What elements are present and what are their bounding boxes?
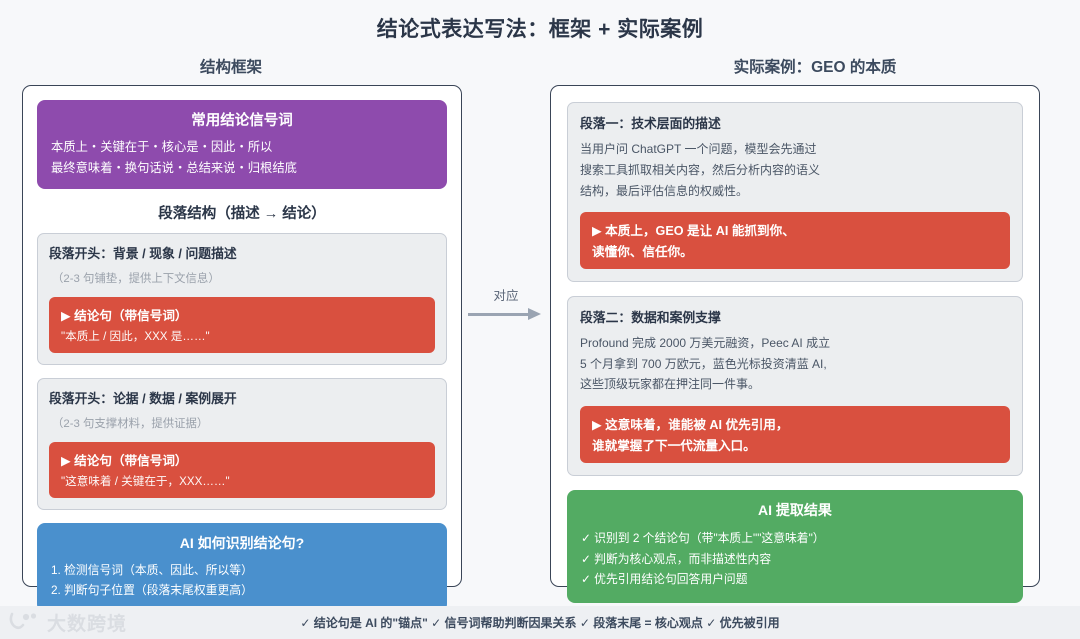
paragraph-2-body-line-3: 这些顶级玩家都在押注同一件事。 [580,377,761,392]
paragraph-2-body-line-2: 5 个月拿到 700 万欧元，蓝色光标投资清蓝 AI, [580,356,827,371]
step-2-conclusion-title: ▶ 结论句（带信号词） [61,453,188,468]
ai-detection-title: AI 如何识别结论句? [179,534,305,551]
brand-mark-icon [8,611,42,635]
ai-detection-card: AI 如何识别结论句? 1. 检测信号词（本质、因此、所以等） 2. 判断句子位… [37,522,447,613]
ai-result-title: AI 提取结果 [758,502,832,519]
step-1-conclusion-box: ▶ 结论句（带信号词） "本质上 / 因此，XXX 是……" [49,296,435,353]
connector-column: 对应 [462,85,550,587]
panels-row: 常用结论信号词 本质上・关键在于・核心是・因此・所以 最终意味着・换句话说・总结… [0,85,1080,613]
paragraph-1-head: 段落一：技术层面的描述 [580,116,721,132]
footer-bar: 大数跨境 ✓ 结论句是 AI 的"锚点" ✓ 信号词帮助判断因果关系 ✓ 段落末… [0,606,1080,639]
signal-words-line-1: 本质上・关键在于・核心是・因此・所以 [51,140,273,155]
paragraph-1-conclusion-box: ▶ 本质上，GEO 是让 AI 能抓到你、 读懂你、信任你。 [580,212,1010,270]
right-column-title: 实际案例：GEO 的本质 [733,59,897,77]
step-card-2: 段落开头：论据 / 数据 / 案例展开 （2-3 句支撑材料，提供证据） ▶ 结… [37,377,447,510]
paragraph-1-conclusion-line-2: 读懂你、信任你。 [592,245,693,260]
structure-framework-panel: 常用结论信号词 本质上・关键在于・核心是・因此・所以 最终意味着・换句话说・总结… [22,85,462,613]
ai-result-line-2: ✓ 判断为核心观点，而非描述性内容 [581,551,772,566]
step-2-sub: （2-3 句支撑材料，提供证据） [52,417,209,430]
signal-words-line-2: 最终意味着・换句话说・总结来说・归根结底 [51,160,297,175]
paragraph-1-body-line-1: 当用户问 ChatGPT 一个问题，模型会先通过 [580,142,817,157]
arrow-right-icon [462,308,550,321]
step-card-1: 段落开头：背景 / 现象 / 问题描述 （2-3 句铺垫，提供上下文信息） ▶ … [37,232,447,365]
step-1-sub: （2-3 句铺垫，提供上下文信息） [52,272,220,285]
paragraph-1-conclusion-line-1: ▶ 本质上，GEO 是让 AI 能抓到你、 [592,224,795,239]
paragraph-1-body-line-2: 搜索工具抓取相关内容，然后分析内容的语义 [580,162,821,177]
paragraph-card-2: 段落二：数据和案例支撑 Profound 完成 2000 万美元融资，Peec … [567,296,1023,477]
signal-words-card: 常用结论信号词 本质上・关键在于・核心是・因此・所以 最终意味着・换句话说・总结… [37,100,447,189]
watermark-logo: 大数跨境 [8,609,127,636]
ai-result-card: AI 提取结果 ✓ 识别到 2 个结论句（带"本质上""这意味着"） ✓ 判断为… [567,490,1023,603]
step-1-head: 段落开头：背景 / 现象 / 问题描述 [49,245,237,261]
left-column-title: 结构框架 [199,59,262,77]
connector: 对应 [462,285,550,321]
ai-result-line-3: ✓ 优先引用结论句回答用户问题 [581,572,748,587]
step-1-conclusion-title: ▶ 结论句（带信号词） [61,308,188,323]
ai-result-line-1: ✓ 识别到 2 个结论句（带"本质上""这意味着"） [581,531,825,546]
step-1-conclusion-quote: "本质上 / 因此，XXX 是……" [61,329,210,343]
paragraph-2-conclusion-line-1: ▶ 这意味着，谁能被 AI 优先引用， [592,418,789,433]
paragraph-2-head: 段落二：数据和案例支撑 [580,310,721,326]
step-2-conclusion-quote: "这意味着 / 关键在于，XXX……" [61,474,230,488]
paragraph-structure-heading: 段落结构（描述 → 结论） [158,205,326,222]
column-headers: 结构框架 实际案例：GEO 的本质 [0,55,1080,77]
page-title: 结论式表达写法：框架 + 实际案例 [376,18,704,41]
paragraph-card-1: 段落一：技术层面的描述 当用户问 ChatGPT 一个问题，模型会先通过 搜索工… [567,102,1023,283]
step-2-conclusion-box: ▶ 结论句（带信号词） "这意味着 / 关键在于，XXX……" [49,441,435,498]
ai-detection-line-2: 2. 判断句子位置（段落末尾权重更高） [51,583,253,598]
connector-label: 对应 [493,289,519,304]
brand-name: 大数跨境 [47,614,128,635]
paragraph-2-conclusion-box: ▶ 这意味着，谁能被 AI 优先引用， 谁就掌握了下一代流量入口。 [580,406,1010,464]
paragraph-2-body: Profound 完成 2000 万美元融资，Peec AI 成立 5 个月拿到… [580,333,1010,395]
paragraph-1-body: 当用户问 ChatGPT 一个问题，模型会先通过 搜索工具抓取相关内容，然后分析… [580,139,1010,201]
paragraph-2-conclusion-line-2: 谁就掌握了下一代流量入口。 [592,439,756,454]
ai-detection-line-1: 1. 检测信号词（本质、因此、所以等） [51,562,253,577]
footer-summary: ✓ 结论句是 AI 的"锚点" ✓ 信号词帮助判断因果关系 ✓ 段落末尾 = 核… [300,616,780,630]
paragraph-1-body-line-3: 结构，最后评估信息的权威性。 [580,183,749,198]
spacer [462,55,550,77]
signal-words-title: 常用结论信号词 [191,113,293,130]
real-case-panel: 段落一：技术层面的描述 当用户问 ChatGPT 一个问题，模型会先通过 搜索工… [550,85,1040,603]
step-2-head: 段落开头：论据 / 数据 / 案例展开 [49,390,237,406]
paragraph-2-body-line-1: Profound 完成 2000 万美元融资，Peec AI 成立 [580,336,831,351]
